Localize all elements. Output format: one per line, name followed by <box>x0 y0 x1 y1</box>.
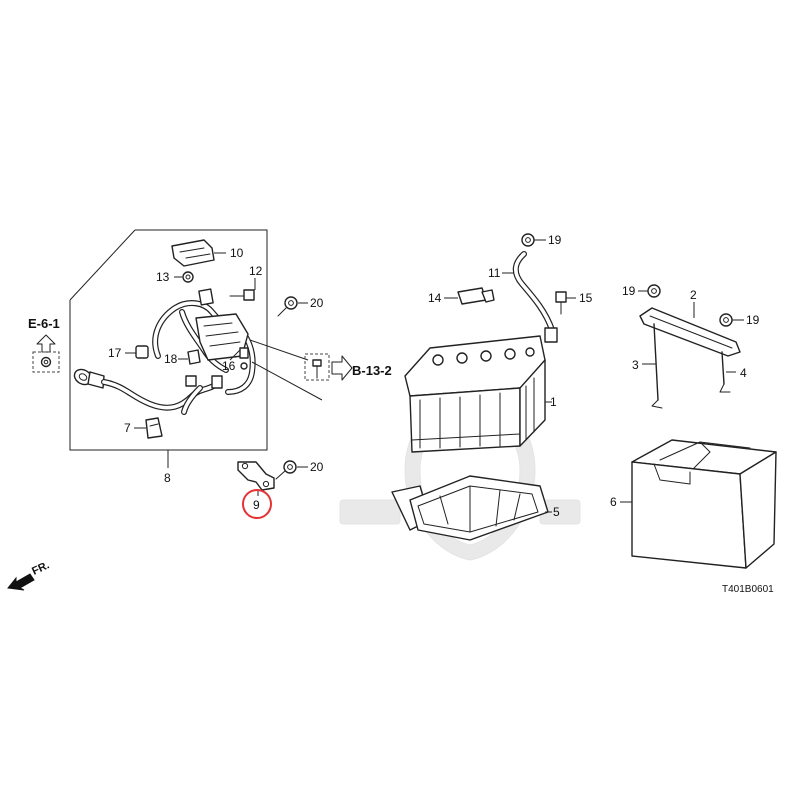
arrow-up-icon <box>36 334 56 353</box>
ground-cable <box>502 251 558 343</box>
bolt-12 <box>229 278 256 301</box>
callout-15: 15 <box>579 291 593 305</box>
highlight-ring <box>242 489 272 519</box>
callout-13: 13 <box>156 270 170 284</box>
callout-4: 4 <box>740 366 747 380</box>
bracket-9 <box>237 461 275 496</box>
reference-e-6-1: E-6-1 <box>28 316 60 373</box>
callout-labels: 1 2 3 4 5 6 7 8 9 10 11 12 13 14 15 16 1… <box>108 233 760 519</box>
battery-tray <box>391 475 552 541</box>
battery-cover <box>620 439 777 569</box>
callout-7: 7 <box>124 421 131 435</box>
fuse-cover <box>171 239 226 267</box>
arrow-right-icon <box>331 355 353 381</box>
callout-10: 10 <box>230 246 244 260</box>
nut-19-left <box>638 284 661 298</box>
callout-19-center: 19 <box>548 233 562 247</box>
callout-3: 3 <box>632 358 639 372</box>
hold-down-rod-4 <box>719 351 736 393</box>
callout-12: 12 <box>249 264 263 278</box>
callout-14: 14 <box>428 291 442 305</box>
battery-sensor <box>444 287 495 305</box>
callout-16: 16 <box>222 359 236 373</box>
bolt-15 <box>555 291 576 315</box>
callout-2: 2 <box>690 288 697 302</box>
callout-5: 5 <box>553 505 560 519</box>
hold-down-rod-3 <box>642 323 663 409</box>
callout-6: 6 <box>610 495 617 509</box>
callout-8: 8 <box>164 471 171 485</box>
callout-19-right: 19 <box>746 313 760 327</box>
callout-19-left: 19 <box>622 284 636 298</box>
callout-1: 1 <box>550 395 557 409</box>
nut-19-center <box>521 233 546 247</box>
watermark <box>339 399 581 561</box>
bolt-20-lower <box>275 460 308 480</box>
callout-9: 9 <box>253 498 260 512</box>
leader-16 <box>229 349 241 361</box>
battery <box>404 335 552 453</box>
clip-7 <box>134 417 163 439</box>
nut-19-right <box>719 313 744 327</box>
bolt-20-upper <box>277 296 308 317</box>
reference-e-6-1-label: E-6-1 <box>28 316 60 331</box>
harness-group-frame <box>69 229 268 468</box>
callout-20-upper: 20 <box>310 296 324 310</box>
clip-17 <box>125 345 149 359</box>
front-direction-indicator: FR. <box>7 559 51 591</box>
front-direction-label: FR. <box>30 559 51 577</box>
nut-icon <box>40 356 52 368</box>
hold-down-bar <box>639 302 741 357</box>
reference-b-13-2-label: B-13-2 <box>352 363 392 378</box>
clip-18 <box>178 349 201 365</box>
callout-11: 11 <box>488 266 501 280</box>
battery-cable-harness <box>73 288 256 415</box>
front-arrow-icon <box>7 573 35 591</box>
reference-b-13-2: B-13-2 <box>249 339 392 401</box>
nut-13 <box>174 271 194 283</box>
diagram-code: T401B0601 <box>722 584 774 595</box>
callout-20-lower: 20 <box>310 460 324 474</box>
callout-17: 17 <box>108 346 122 360</box>
callout-18: 18 <box>164 352 178 366</box>
